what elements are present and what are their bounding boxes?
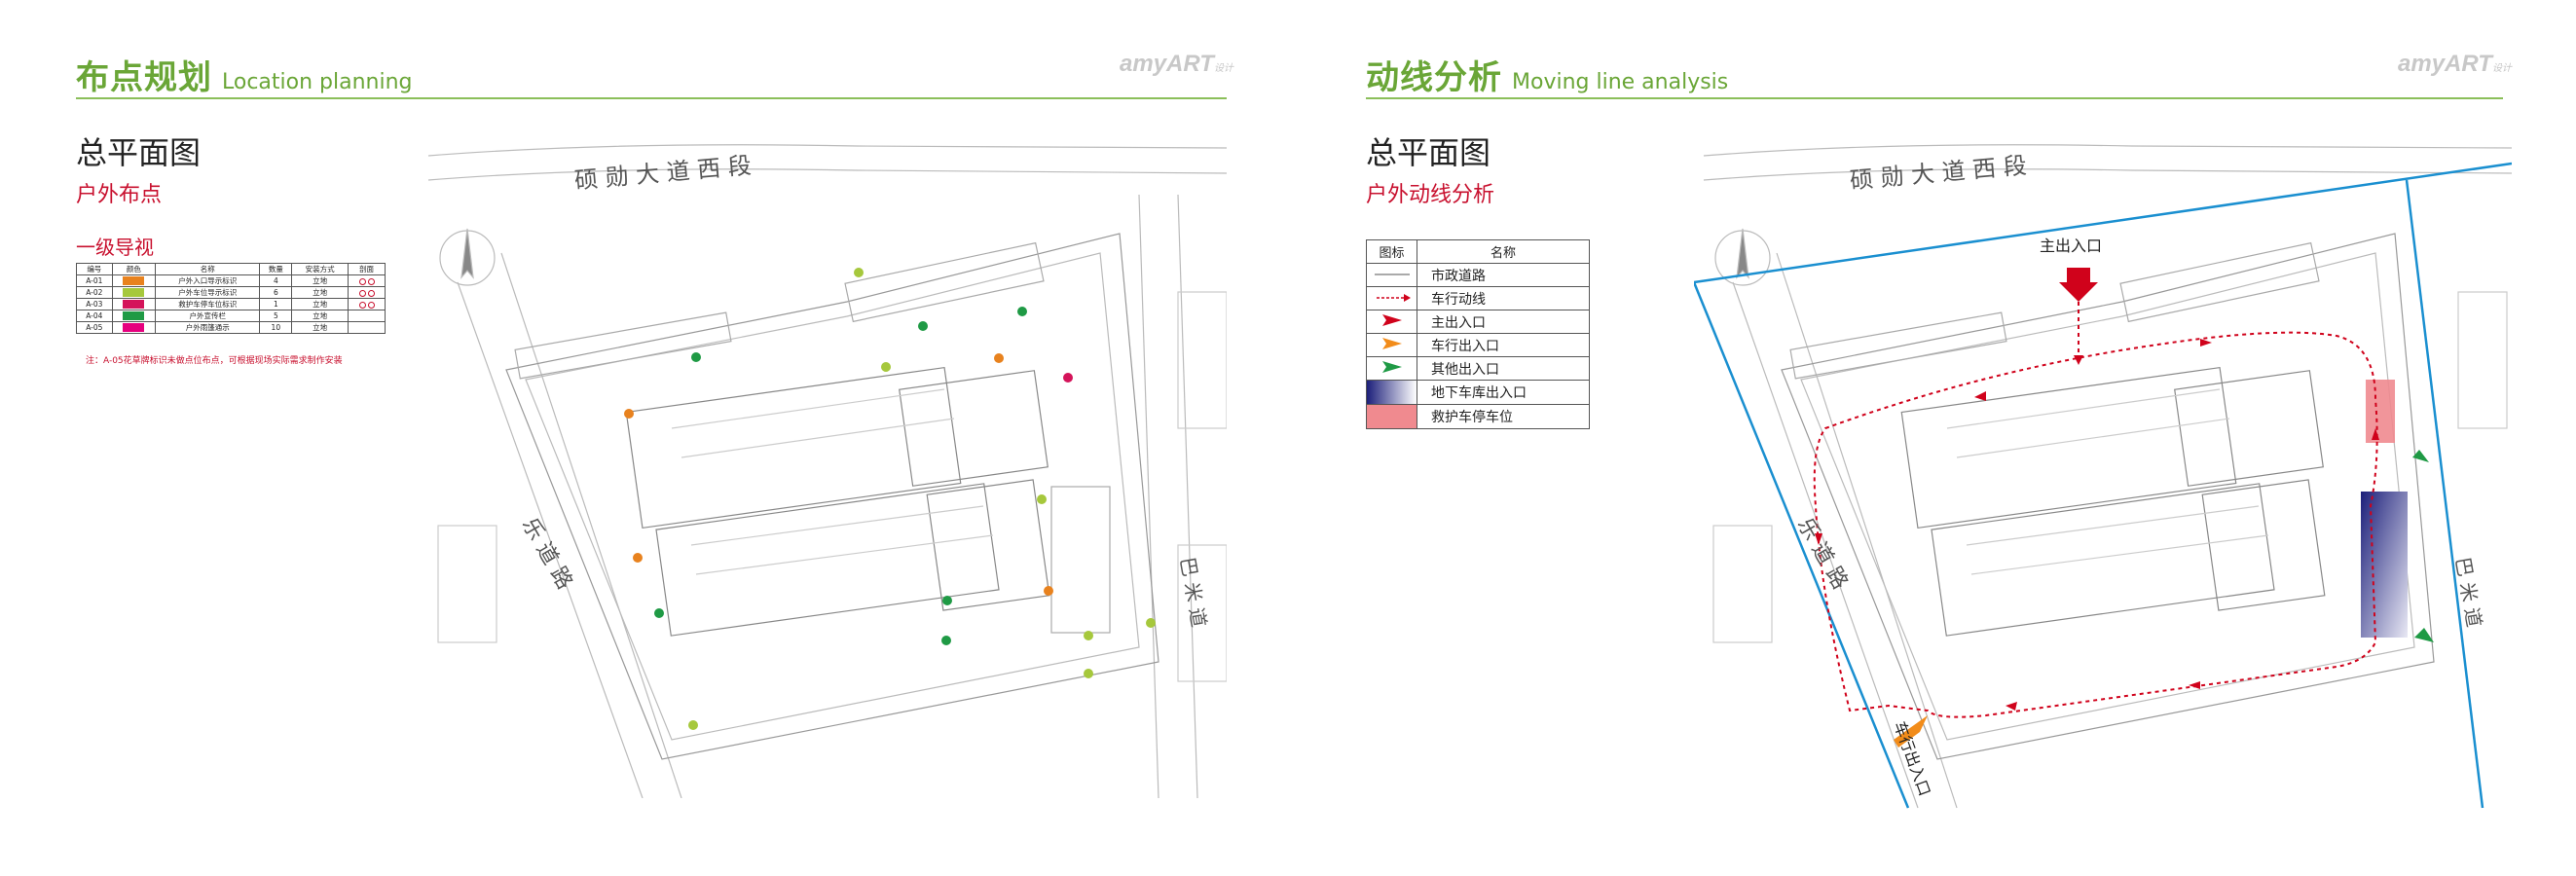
main-entrance-arrow-icon [2059,268,2098,302]
col-section: 剖面 [348,263,386,275]
ambulance-parking [2366,380,2395,443]
sign-marker [1084,669,1093,678]
sign-marker [1063,373,1073,383]
legend-row: 车行出入口 [1366,333,1590,357]
color-swatch [123,288,145,297]
table-row: A-03 救护车停车位标识 1 立地 [76,298,386,310]
street-left-label: 乐 道 路 [1792,514,1853,594]
col-qty: 数量 [259,263,293,275]
legend-row: 主出入口 [1366,310,1590,334]
location-planning-panel: 布点规划 Location planning amyART设计 总平面图 户外布点… [76,51,1233,798]
col-color: 颜色 [111,263,157,275]
col-name: 名称 [1417,239,1590,264]
sign-markers [624,268,1156,730]
municipal-road-icon [1366,263,1417,287]
section-subtitle: Moving line analysis [1512,70,1729,94]
table-row: A-02 户外车位导示标识 6 立地 [76,286,386,299]
sign-marker [941,636,951,645]
color-swatch [123,276,145,285]
header-rule [1366,97,2503,99]
street-top-label: 硕 勋 大 道 西 段 [1849,152,2028,195]
moving-line-panel: 动线分析 Moving line analysis amyART设计 总平面图 户… [1288,0,2576,876]
vehicle-route-icon [1366,286,1417,310]
section-subtitle: Location planning [222,70,413,94]
section-icons [348,286,386,299]
underground-garage-icon [1366,380,1417,405]
street-left-label: 乐 道 路 [517,514,577,594]
sign-marker [654,608,664,618]
section-icons [348,274,386,287]
main-entrance-label: 主出入口 [2040,237,2102,255]
col-name: 名称 [155,263,261,275]
section-icons [348,321,386,334]
legend-row: 其他出入口 [1366,356,1590,381]
col-icon: 图标 [1366,239,1417,264]
page-title: 总平面图 [76,134,202,171]
color-swatch [123,300,145,309]
sub-title: 户外布点 [76,183,163,207]
sign-marker [691,352,701,362]
underground-garage [2361,492,2408,638]
brand-logo: amyART设计 [1120,51,1233,77]
sign-table: 编号 颜色 名称 数量 安装方式 剖面 A-01 户外入口导示标识 4 立地 A… [76,263,386,334]
header-rule [76,97,1227,99]
street-top-label: 硕 勋 大 道 西 段 [573,152,753,195]
street-right-label: 巴 米 道 [1176,555,1211,629]
section-header: 动线分析 Moving line analysis [1366,51,1728,98]
sign-marker [1017,307,1027,316]
legend-row: 救护车停车位 [1366,404,1590,429]
route-arrows [1815,339,2379,711]
vehicle-entrance-arrow-icon [1894,715,1928,748]
section-title: 动线分析 [1366,58,1502,97]
color-swatch [123,323,145,332]
moving-line-map: 主出入口 车行出入口 硕 勋 大 道 西 段 乐 道 路 巴 米 道 [1694,144,2512,809]
sign-marker [994,353,1004,363]
sign-marker [1037,494,1047,504]
sign-table-header: 编号 颜色 名称 数量 安装方式 剖面 [76,263,386,275]
table-row: A-04 户外宣传栏 5 立地 [76,310,386,322]
municipal-roads [1694,162,2512,809]
site-linework [1703,144,2512,809]
section-icons [348,298,386,310]
legend-row: 市政道路 [1366,263,1590,287]
table-row: A-01 户外入口导示标识 4 立地 [76,274,386,287]
section-header: 布点规划 Location planning [76,51,413,98]
legend-header: 图标 名称 [1366,239,1590,264]
legend-row: 车行动线 [1366,286,1590,310]
col-code: 编号 [76,263,113,275]
site-linework [427,144,1227,798]
ambulance-parking-icon [1366,404,1417,429]
other-entrance-arrow-icon [2412,450,2429,462]
main-entrance-arrow-icon [1366,310,1417,334]
sign-marker [688,720,698,730]
sign-marker [918,321,928,331]
other-entrance-arrow-icon [2414,628,2434,642]
sign-marker [1084,631,1093,640]
col-method: 安装方式 [291,263,350,275]
other-entrance-arrow-icon [1366,356,1417,381]
sign-marker [624,409,634,419]
vehicle-route [1813,331,2378,718]
site-plan-map: 硕 勋 大 道 西 段 乐 道 路 巴 米 道 [427,144,1227,798]
sign-marker [881,362,891,372]
vehicle-entrance-arrow-icon [1366,333,1417,357]
brand-logo: amyART设计 [2398,51,2512,77]
table-row: A-05 户外雨篷通示 10 立地 [76,321,386,334]
sign-marker [1044,586,1053,596]
sign-marker [942,596,952,605]
vehicle-entrance-label: 车行出入口 [1891,719,1934,799]
sign-marker [633,553,643,563]
legend-row: 地下车库出入口 [1366,380,1590,405]
sub-title: 户外动线分析 [1366,183,1495,207]
color-swatch [123,311,145,320]
level-title: 一级导视 [76,236,154,259]
section-title: 布点规划 [76,58,212,97]
table-note: 注：A-05花草牌标识未做点位布点，可根据现场实际需求制作安装 [86,356,343,366]
page-title: 总平面图 [1366,134,1491,171]
sign-marker [854,268,864,277]
section-icons [348,310,386,322]
sign-marker [1146,618,1156,628]
route-legend: 图标 名称 市政道路 车行动线 主出入口 车行出入口 其他出入口 地下车库出入口 [1366,239,1590,429]
